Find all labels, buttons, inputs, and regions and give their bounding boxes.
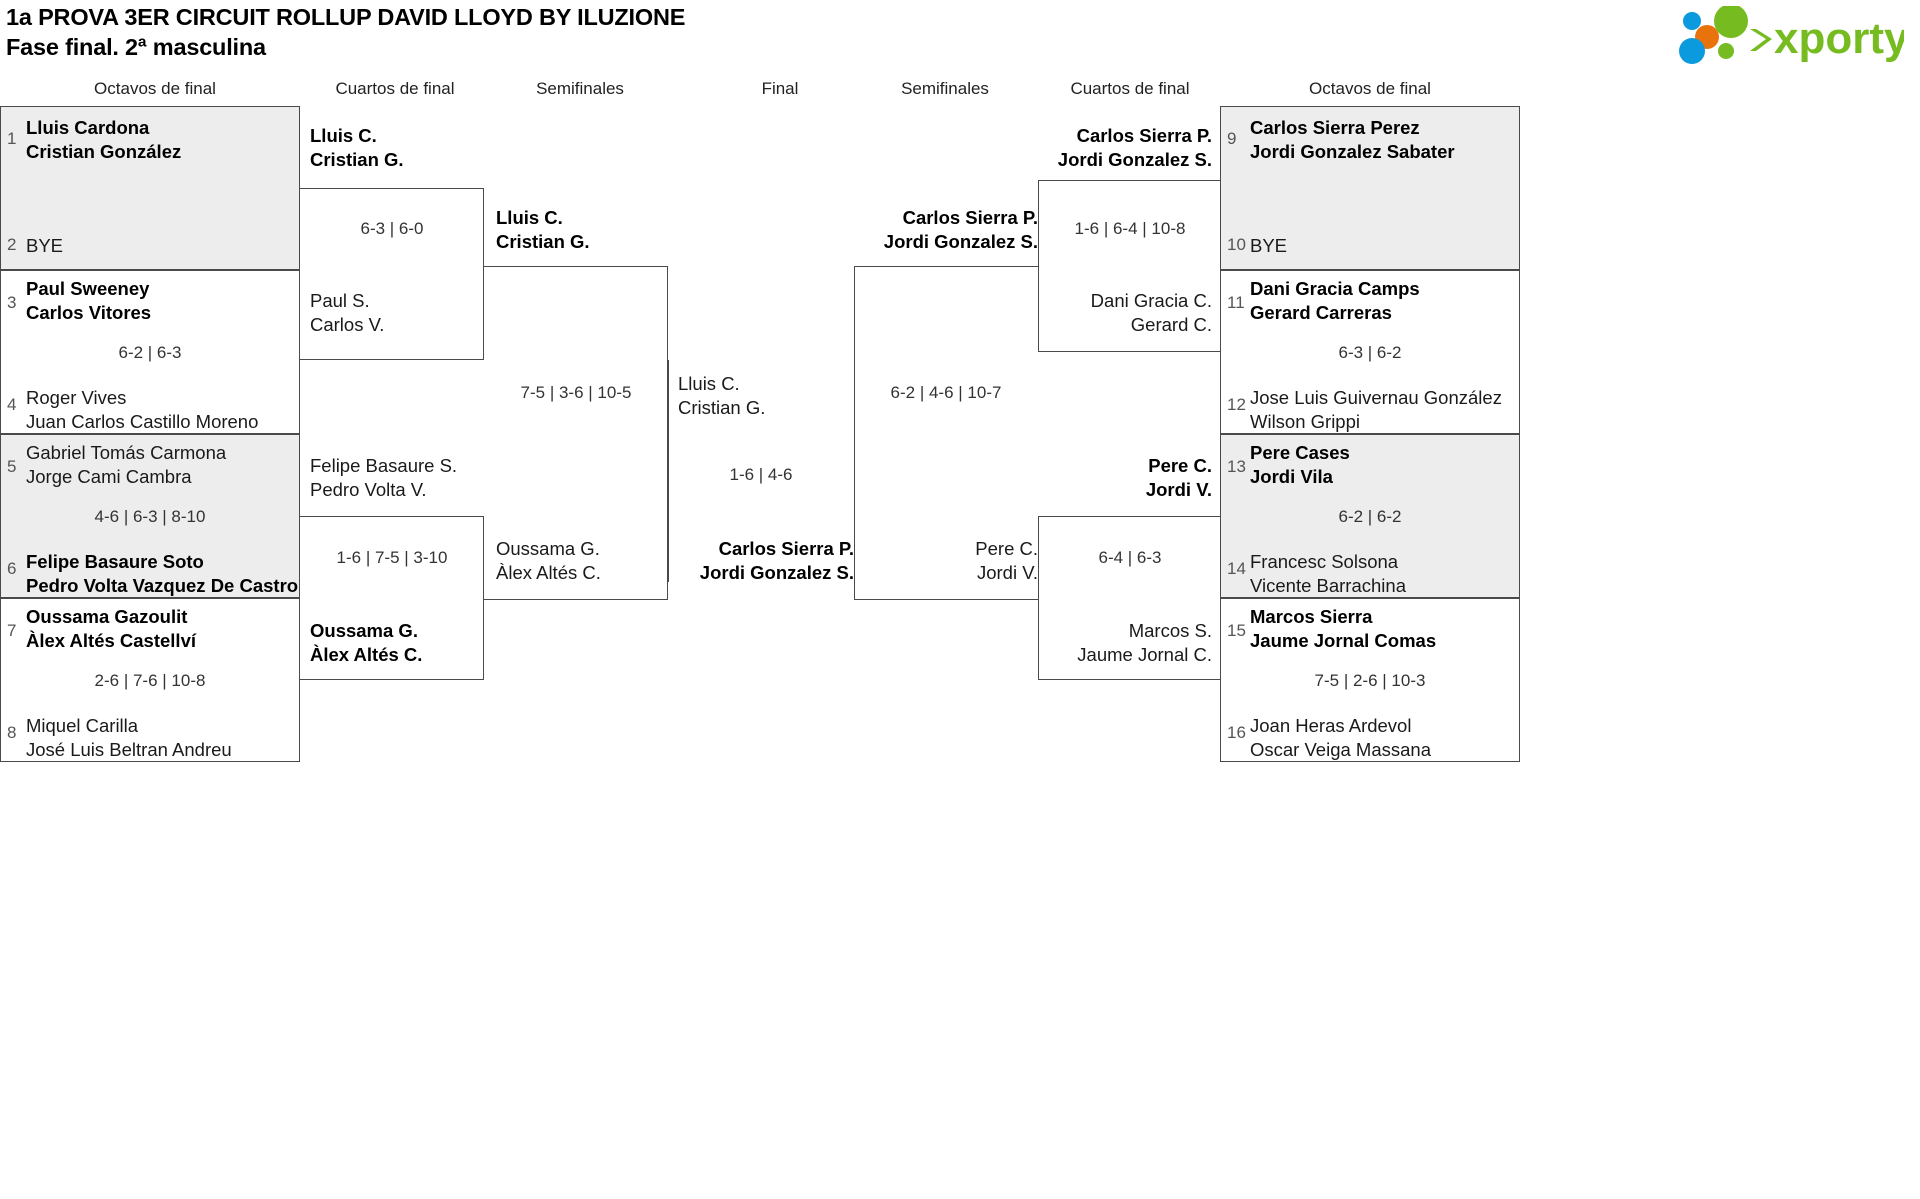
team-name: BYE xyxy=(1250,235,1288,256)
round-header-cuartos-left: Cuartos de final xyxy=(335,79,455,98)
seed-number: 4 xyxy=(7,395,17,414)
qf-connector-bottom-right xyxy=(1038,516,1222,680)
final-team-top: Lluis C. Cristian G. xyxy=(678,373,766,418)
team-name: Francesc Solsona Vicente Barrachina xyxy=(1250,551,1406,596)
team-name: Lluis Cardona Cristian González xyxy=(26,117,182,162)
seed-cell-13-14[interactable]: 13 Pere Cases Jordi Vila 6-2 | 6-2 14 Fr… xyxy=(1220,434,1520,598)
xporty-logo: xporty xyxy=(1674,6,1904,64)
match-score: 6-2 | 6-3 xyxy=(118,343,182,362)
seed-number: 8 xyxy=(7,723,17,742)
team-name: Joan Heras Ardevol Oscar Veiga Massana xyxy=(1250,715,1431,760)
final-team-bottom: Carlos Sierra P. Jordi Gonzalez S. xyxy=(699,538,854,583)
final-score: 1-6 | 4-6 xyxy=(729,465,793,484)
logo-dot-green-large xyxy=(1714,6,1748,38)
round-header-final: Final xyxy=(761,79,799,98)
seed-number: 11 xyxy=(1227,293,1245,312)
seed-cell-3-4[interactable]: 3 Paul Sweeney Carlos Vitores 6-2 | 6-3 … xyxy=(0,270,300,434)
bracket-line xyxy=(1519,106,1520,762)
match-score: 2-6 | 7-6 | 10-8 xyxy=(94,671,206,690)
round-header-semifinales-left: Semifinales xyxy=(536,79,624,98)
tournament-phase: Fase final. 2ª masculina xyxy=(6,34,266,60)
logo-chevron-icon xyxy=(1750,29,1772,51)
advancing-team: Pere C. Jordi V. xyxy=(975,538,1038,583)
match-score: 1-6 | 6-4 | 10-8 xyxy=(1074,219,1186,238)
advancing-team: Oussama G. Àlex Altés C. xyxy=(496,538,601,583)
xporty-logo-svg: xporty xyxy=(1679,6,1904,64)
seed-number: 15 xyxy=(1227,621,1246,640)
bracket-line xyxy=(299,106,300,762)
advancing-team: Lluis C. Cristian G. xyxy=(310,125,404,170)
seed-number: 9 xyxy=(1227,129,1237,148)
sf-connector-left xyxy=(484,266,668,600)
team-name: Oussama Gazoulit Àlex Altés Castellví xyxy=(26,606,197,651)
round-header-semifinales-right: Semifinales xyxy=(901,79,989,98)
seed-cell-7-8[interactable]: 7 Oussama Gazoulit Àlex Altés Castellví … xyxy=(0,598,300,762)
qf-connector-top-left xyxy=(300,188,484,360)
match-score: 4-6 | 6-3 | 8-10 xyxy=(94,507,206,526)
bracket-line xyxy=(1220,106,1221,762)
seed-number: 14 xyxy=(1227,559,1246,578)
seed-number: 3 xyxy=(7,293,17,312)
team-name: Roger Vives Juan Carlos Castillo Moreno xyxy=(26,387,259,432)
logo-dot-blue-small xyxy=(1683,12,1701,30)
advancing-team: Carlos Sierra P. Jordi Gonzalez S. xyxy=(883,207,1038,252)
seed-number: 12 xyxy=(1227,395,1246,414)
match-score: 7-5 | 3-6 | 10-5 xyxy=(520,383,632,402)
match-score: 6-4 | 6-3 xyxy=(1098,548,1162,567)
advancing-team: Felipe Basaure S. Pedro Volta V. xyxy=(310,455,458,500)
match-score: 6-2 | 4-6 | 10-7 xyxy=(890,383,1002,402)
team-name: Miquel Carilla José Luis Beltran Andreu xyxy=(26,715,232,760)
team-name: Paul Sweeney Carlos Vitores xyxy=(26,278,152,323)
team-name: Pere Cases Jordi Vila xyxy=(1250,442,1350,487)
round-header-octavos-left: Octavos de final xyxy=(94,79,216,98)
seed-number: 6 xyxy=(7,559,17,578)
advancing-team: Pere C. Jordi V. xyxy=(1145,455,1212,500)
seed-cell-1-2[interactable]: 1 Lluis Cardona Cristian González 2 BYE xyxy=(0,106,300,270)
advancing-team: Oussama G. Àlex Altés C. xyxy=(310,620,423,665)
team-name: BYE xyxy=(26,235,64,256)
seed-number: 16 xyxy=(1227,723,1246,742)
match-score: 7-5 | 2-6 | 10-3 xyxy=(1314,671,1426,690)
logo-dot-green-small xyxy=(1718,43,1734,59)
sf-connector-right xyxy=(854,266,1038,600)
advancing-team: Carlos Sierra P. Jordi Gonzalez S. xyxy=(1057,125,1212,170)
advancing-team: Marcos S. Jaume Jornal C. xyxy=(1077,620,1212,665)
seed-cell-5-6[interactable]: 5 Gabriel Tomás Carmona Jorge Cami Cambr… xyxy=(0,434,300,598)
page-title: 1a PROVA 3ER CIRCUIT ROLLUP DAVID LLOYD … xyxy=(6,2,685,62)
seed-number: 13 xyxy=(1227,457,1246,476)
logo-wordmark: xporty xyxy=(1774,14,1904,63)
seed-number: 10 xyxy=(1227,235,1246,254)
final-spine-left xyxy=(668,360,669,582)
seed-cell-9-10[interactable]: 9 Carlos Sierra Perez Jordi Gonzalez Sab… xyxy=(1220,106,1520,270)
qf-connector-bottom-left xyxy=(300,516,484,680)
seed-number: 5 xyxy=(7,457,17,476)
team-name: Jose Luis Guivernau González Wilson Grip… xyxy=(1250,387,1502,432)
bracket-line xyxy=(0,106,1,762)
match-score: 6-3 | 6-0 xyxy=(360,219,424,238)
qf-connector-top-right xyxy=(1038,180,1222,352)
logo-dot-blue-large xyxy=(1679,38,1705,64)
round-header-octavos-right: Octavos de final xyxy=(1309,79,1431,98)
seed-number: 7 xyxy=(7,621,17,640)
tournament-name: 1a PROVA 3ER CIRCUIT ROLLUP DAVID LLOYD … xyxy=(6,4,686,30)
team-name: Felipe Basaure Soto Pedro Volta Vazquez … xyxy=(26,551,299,596)
match-score: 6-3 | 6-2 xyxy=(1338,343,1402,362)
team-name: Dani Gracia Camps Gerard Carreras xyxy=(1250,278,1420,323)
advancing-team: Dani Gracia C. Gerard C. xyxy=(1090,290,1212,335)
seed-number: 1 xyxy=(7,129,17,148)
seed-cell-15-16[interactable]: 15 Marcos Sierra Jaume Jornal Comas 7-5 … xyxy=(1220,598,1520,762)
advancing-team: Lluis C. Cristian G. xyxy=(496,207,590,252)
match-score: 6-2 | 6-2 xyxy=(1338,507,1402,526)
match-score: 1-6 | 7-5 | 3-10 xyxy=(336,548,448,567)
page-header: 1a PROVA 3ER CIRCUIT ROLLUP DAVID LLOYD … xyxy=(0,0,1920,72)
team-name: Marcos Sierra Jaume Jornal Comas xyxy=(1250,606,1437,651)
round-header-cuartos-right: Cuartos de final xyxy=(1070,79,1190,98)
seed-number: 2 xyxy=(7,235,17,254)
team-name: Gabriel Tomás Carmona Jorge Cami Cambra xyxy=(26,442,227,487)
team-name: Carlos Sierra Perez Jordi Gonzalez Sabat… xyxy=(1250,117,1455,162)
seed-cell-11-12[interactable]: 11 Dani Gracia Camps Gerard Carreras 6-3… xyxy=(1220,270,1520,434)
advancing-team: Paul S. Carlos V. xyxy=(310,290,385,335)
